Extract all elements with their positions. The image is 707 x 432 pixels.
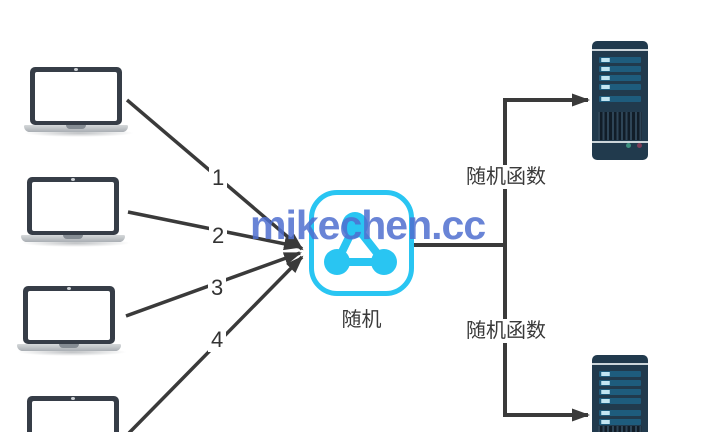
client-laptop-icon-4 (21, 396, 125, 432)
branch-label-bottom: 随机函数 (464, 319, 548, 343)
red-led-icon (637, 143, 642, 149)
hub-label: 随机 (341, 309, 382, 331)
camera-dot-icon (71, 178, 75, 181)
client-laptop-icon-2 (21, 177, 131, 247)
share-network-icon (324, 212, 397, 275)
laptop-shadow (21, 239, 131, 247)
load-balancer-node (309, 190, 414, 296)
laptop-shadow (24, 129, 134, 137)
laptop-base (21, 235, 125, 242)
branch-line-bottom (503, 245, 590, 422)
server-tower-icon-1 (592, 41, 648, 160)
server-vent (598, 112, 642, 140)
server-tower-icon-2 (592, 355, 648, 432)
laptop-screen (30, 67, 122, 125)
branch-line-top (503, 93, 590, 245)
laptop-base (17, 344, 121, 351)
edge-label-2: 2 (209, 224, 228, 248)
green-led-icon (626, 143, 631, 149)
camera-dot-icon (74, 68, 78, 71)
edge-label-1: 1 (209, 166, 228, 190)
server-vent (598, 426, 642, 432)
server-top-line (592, 363, 648, 365)
branch-label-top: 随机函数 (464, 165, 548, 189)
client-laptop-icon-3 (17, 286, 127, 356)
edge-label-4: 4 (208, 328, 227, 352)
camera-dot-icon (71, 397, 75, 400)
server-slots (599, 57, 641, 105)
server-top-line (592, 49, 648, 51)
server-divider (592, 141, 648, 143)
server-leds (620, 137, 642, 155)
laptop-base (24, 125, 128, 132)
edge-label-3: 3 (208, 276, 227, 300)
laptop-screen (23, 286, 115, 344)
laptop-screen (27, 177, 119, 235)
laptop-screen (27, 396, 119, 432)
watermark: mikechen.cc (250, 202, 486, 248)
server-slots (599, 371, 641, 428)
client-laptop-icon-1 (24, 67, 134, 137)
camera-dot-icon (67, 287, 71, 290)
laptop-shadow (17, 348, 127, 356)
